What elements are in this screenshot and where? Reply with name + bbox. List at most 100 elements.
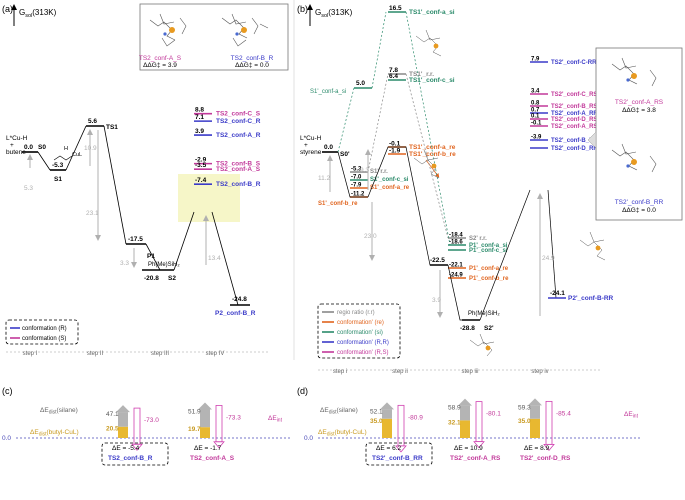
int-bar <box>475 401 483 443</box>
ts1-top-label: TS1'_conf-c_si <box>409 77 455 84</box>
panel-a-highlight <box>178 174 240 222</box>
int-value: -73.3 <box>226 414 241 421</box>
panel-a-inset-right-dg: ΔΔG‡ = 0.0 <box>235 62 269 69</box>
step-b-1: step i <box>333 369 347 375</box>
step-4: step IV <box>206 351 225 357</box>
ts2-energy: 8.8 <box>195 107 204 114</box>
dist-cul-bar <box>460 420 470 438</box>
panel-b-inset-bottom-label: TS2'_conf-B_RR <box>615 199 664 206</box>
molecule-structure-icon <box>469 333 495 357</box>
dist-total-value: 59.3 <box>518 404 531 411</box>
svg-text:ΔEdist(butyl-CuL): ΔEdist(butyl-CuL) <box>30 429 79 438</box>
panel-b-reactant-1: L*Cu-H <box>300 135 322 142</box>
c-cul-sub: dist <box>39 432 47 438</box>
dist-silane-bar <box>382 409 392 419</box>
p1-energy: -18.6 <box>449 240 463 246</box>
gap-left: 5.3 <box>24 185 33 192</box>
energy-s0-prime: 0.0 <box>324 144 333 151</box>
label-p1: P1 <box>147 253 155 260</box>
dist-total-value: 47.1 <box>106 411 119 418</box>
p1-energy: -22.1 <box>449 263 463 269</box>
arrow-up-icon <box>116 405 130 413</box>
step-3: step III <box>151 351 169 357</box>
panel-a-inset-box <box>139 3 289 71</box>
panel-a-inset-left-dg: ΔΔG‡ = 3.9 <box>143 62 177 69</box>
ts2-label: TS2_conf-B_S <box>216 161 261 168</box>
dist-silane-bar <box>200 409 210 428</box>
conformer-name: TS2_conf-A_S <box>190 455 235 462</box>
panel-b-p1-cluster: -18.4S2' r.r.-18.6P1'_conf-a_siP1'_conf-… <box>448 233 509 282</box>
panel-a-reactant-plus: + <box>10 142 14 149</box>
best-conformer-box <box>101 442 169 466</box>
delta-e-value: ΔE = 10.9 <box>454 445 483 452</box>
ts2-prime-energy: 0.1 <box>531 114 540 120</box>
arrow-down-icon <box>543 443 555 451</box>
step-1: step I <box>23 351 38 357</box>
arrow-down-icon <box>395 445 407 453</box>
ts2-prime-energy: -0.1 <box>531 121 542 127</box>
panel-a-ts2-levels: 8.8TS2_conf-C_S7.1TS2_conf-C_R3.9TS2_con… <box>194 107 261 188</box>
panel-c-bars: 47.120.5-73.0ΔE = -5.4TS2_conf-B_R51.919… <box>101 402 241 466</box>
panel-b-reagent: Ph(Me)SiH₂ <box>468 311 500 317</box>
arrow-up-icon <box>458 398 472 406</box>
ts2-prime-energy: 0.8 <box>531 101 540 107</box>
gap-b-3: 23.0 <box>364 233 377 240</box>
svg-text:ΔEint: ΔEint <box>268 415 283 424</box>
molecule-structure-icon <box>149 13 187 47</box>
dist-cul-value: 20.5 <box>106 426 119 433</box>
panel-a-axis-sub: sol <box>25 13 32 19</box>
int-value: -85.4 <box>556 410 571 417</box>
p1-label: P1'_conf-c_si <box>469 248 508 254</box>
dist-cul-bar <box>382 418 392 438</box>
s1-energy: -11.2 <box>351 192 365 198</box>
d-cul-suffix: (butyl-CuL) <box>334 429 366 436</box>
panel-b-inset-box <box>595 47 683 221</box>
label-s1-si: S1'_conf-a_si <box>310 89 346 95</box>
s1-label: S1'_conf-c_si <box>370 177 409 183</box>
svg-text:ΔEdist(butyl-CuL): ΔEdist(butyl-CuL) <box>318 429 367 438</box>
s1-energy: -7.9 <box>351 183 362 189</box>
d-int-sub: int <box>633 414 639 420</box>
arrow-down-icon <box>473 441 485 449</box>
ts2-energy: -7.4 <box>195 177 207 184</box>
s1-energy: -7.0 <box>351 175 362 181</box>
panel-b-inset-bottom-dg: ΔΔG‡ = 0.0 <box>622 207 656 214</box>
p1-label: P1'_conf-a_re <box>469 266 509 272</box>
arrow-up-icon <box>380 402 394 410</box>
s1-label: S1'_conf-a_re <box>370 185 410 191</box>
legend-item: conformation' (si) <box>337 330 383 336</box>
ts2-prime-label: TS2'_conf-D_RS <box>551 117 597 123</box>
panel-d-bars: 52.135.0-80.9ΔE = 6.2TS2'_conf-B_RR58.93… <box>365 398 571 466</box>
panel-b-legend-items: regio ratio (r.r)conformation' (re)confo… <box>322 310 389 356</box>
svg-text:Gsol(313K): Gsol(313K) <box>19 8 57 19</box>
energy-p2-prime: -24.1 <box>550 290 565 297</box>
label-ts1: TS1 <box>106 124 118 131</box>
d-int-label: ΔE <box>624 411 633 418</box>
molecule-structure-icon <box>579 231 606 261</box>
arrow-up-icon <box>307 4 313 10</box>
energy-p1: -17.5 <box>128 236 143 243</box>
gap-b-1: 11.2 <box>318 175 331 182</box>
dist-total-value: 58.9 <box>448 405 461 412</box>
gap-ts2: 13.4 <box>208 255 221 262</box>
c-int-label: ΔE <box>268 415 277 422</box>
step-2: step II <box>87 351 104 357</box>
step-b-3: step iii <box>461 369 478 375</box>
ts1-top-energy: 16.5 <box>389 5 402 12</box>
panel-c-baseline-label: 0.0 <box>2 435 11 442</box>
ts1-top-label: TS1'_conf-a_si <box>409 9 455 16</box>
panel-a: (a) Gsol(313K) TS2_conf-A_S ΔΔG‡ = 3.9 T… <box>2 3 289 357</box>
energy-s1-si: 5.0 <box>356 80 365 87</box>
conformer-name: TS2'_conf-A_RS <box>450 455 501 462</box>
legend-s: conformation (S) <box>22 336 66 342</box>
panel-a-reactant-2: butene <box>6 149 26 156</box>
int-bar <box>215 405 223 443</box>
svg-text:ΔEdist(silane): ΔEdist(silane) <box>40 407 78 416</box>
energy-ts1: 5.6 <box>88 118 97 125</box>
d-silane-label: ΔE <box>320 407 329 414</box>
panel-a-axis-suffix: (313K) <box>32 8 56 17</box>
ts1-re-energy: -1.9 <box>389 148 401 155</box>
ts2-energy: -2.9 <box>195 157 207 164</box>
c-silane-suffix: (silane) <box>56 407 77 414</box>
svg-text:Gsol(313K): Gsol(313K) <box>315 8 353 19</box>
